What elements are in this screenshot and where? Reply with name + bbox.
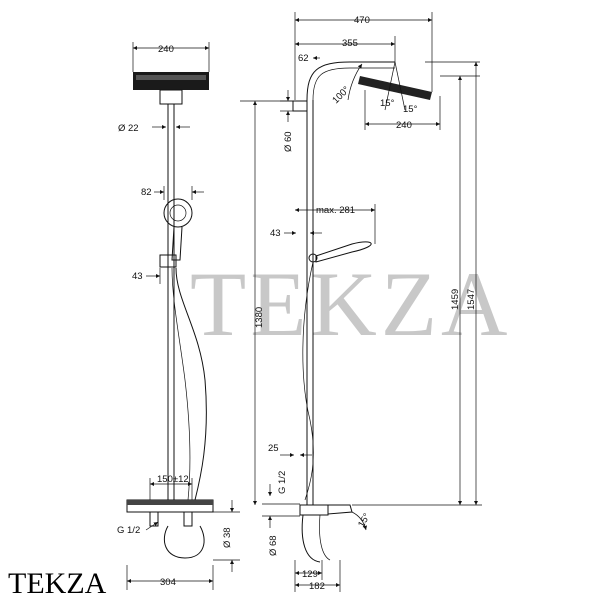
- dim-base-width: 304: [160, 577, 176, 588]
- front-view: 240 Ø 22 82 43 150±12 G 1/2 Ø 38 304: [117, 42, 240, 590]
- side-handshower: [315, 241, 372, 263]
- dim-spout-angle: 15°: [356, 511, 373, 529]
- dim-wall-62: 62: [298, 53, 309, 64]
- dim-inlet-side: G 1/2: [277, 471, 288, 494]
- shower-arm: [306, 61, 395, 101]
- dim-height-1380: 1380: [254, 307, 265, 328]
- dim-arrow: [145, 521, 159, 531]
- dim-centers: 150±12: [157, 474, 189, 485]
- side-spout-curve: [301, 514, 321, 563]
- dim-129: 129: [302, 569, 318, 580]
- side-spout-inner: [319, 514, 331, 561]
- shower-hose: [175, 267, 207, 501]
- dim-head-width: 240: [158, 44, 174, 55]
- head-connector: [159, 89, 183, 105]
- wall-bracket: [292, 100, 308, 112]
- dim-angle-15b: 15°: [403, 104, 418, 115]
- thermostat-shelf: [127, 500, 213, 505]
- bath-spout: [163, 525, 205, 559]
- dim-side-head-width: 240: [396, 120, 412, 131]
- dim-wall-diameter: Ø 60: [283, 131, 294, 152]
- dim-total-depth: 470: [354, 15, 370, 26]
- dim-182: 182: [309, 581, 325, 592]
- dim-max-reach: max. 281: [316, 205, 355, 216]
- side-head: [358, 76, 432, 100]
- handshower-holder: [159, 254, 177, 268]
- angle-arc: [351, 511, 368, 531]
- dim-25: 25: [268, 443, 279, 454]
- dim-arm-reach: 355: [342, 38, 358, 49]
- head-texture: [136, 75, 206, 80]
- dim-diameter-38: Ø 38: [222, 527, 233, 548]
- dim-angle-100: 100°: [330, 84, 352, 106]
- handshower-head: [163, 198, 193, 228]
- mixer-leg-left: [149, 511, 159, 527]
- shower-hose-inner: [171, 267, 191, 501]
- dim-height-1547: 1547: [466, 289, 477, 310]
- side-spout: [327, 504, 353, 515]
- angle-line: [394, 61, 406, 111]
- dim-diameter-68: Ø 68: [268, 535, 279, 556]
- mixer-leg-right: [183, 511, 193, 527]
- dim-handshower-width: 82: [141, 187, 152, 198]
- dim-angle-15a: 15°: [380, 98, 395, 109]
- dim-inlet-front: G 1/2: [117, 525, 140, 536]
- watermark: TEKZA: [190, 253, 511, 355]
- overhead-shower-head: [133, 72, 209, 90]
- angle-arc: [347, 63, 363, 101]
- shower-arm-inner: [312, 67, 395, 101]
- dim-height-1459: 1459: [450, 289, 461, 310]
- side-hose: [302, 261, 314, 501]
- dim-side-holder: 43: [270, 228, 281, 239]
- handshower-face: [169, 204, 187, 222]
- brand-logo-text: TEKZA: [8, 567, 107, 600]
- dim-holder-offset: 43: [132, 271, 143, 282]
- dim-pipe-diameter: Ø 22: [118, 123, 139, 134]
- angle-line: [384, 61, 396, 111]
- side-mixer: [299, 504, 329, 516]
